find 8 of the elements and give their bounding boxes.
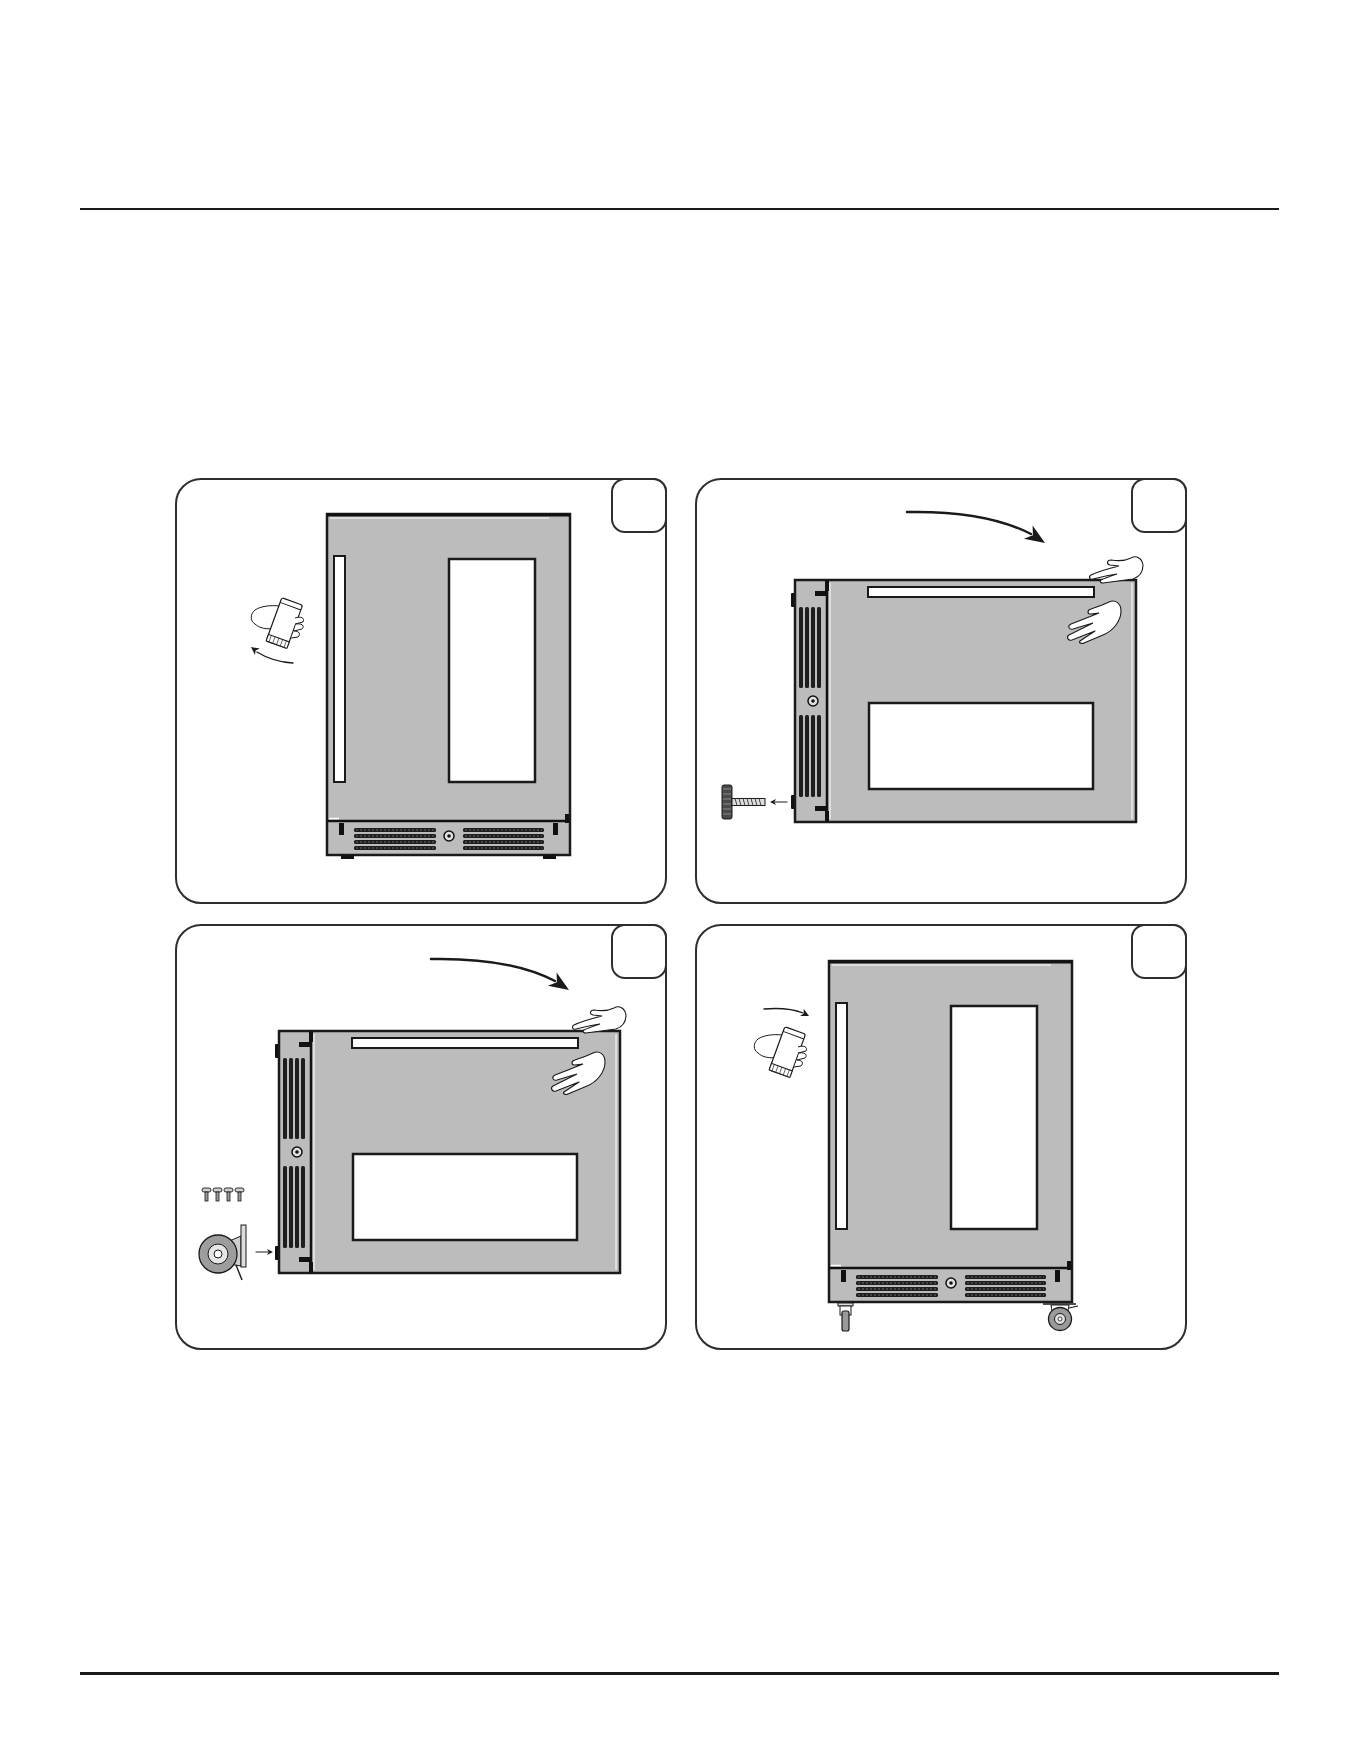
step-panel (175, 478, 667, 904)
step-panel (175, 924, 667, 1350)
step-badge (1131, 924, 1187, 979)
step-panel (695, 924, 1187, 1350)
step-badge (611, 478, 667, 533)
step-panel (695, 478, 1187, 904)
step-badge (1131, 478, 1187, 533)
step-badge (611, 924, 667, 979)
